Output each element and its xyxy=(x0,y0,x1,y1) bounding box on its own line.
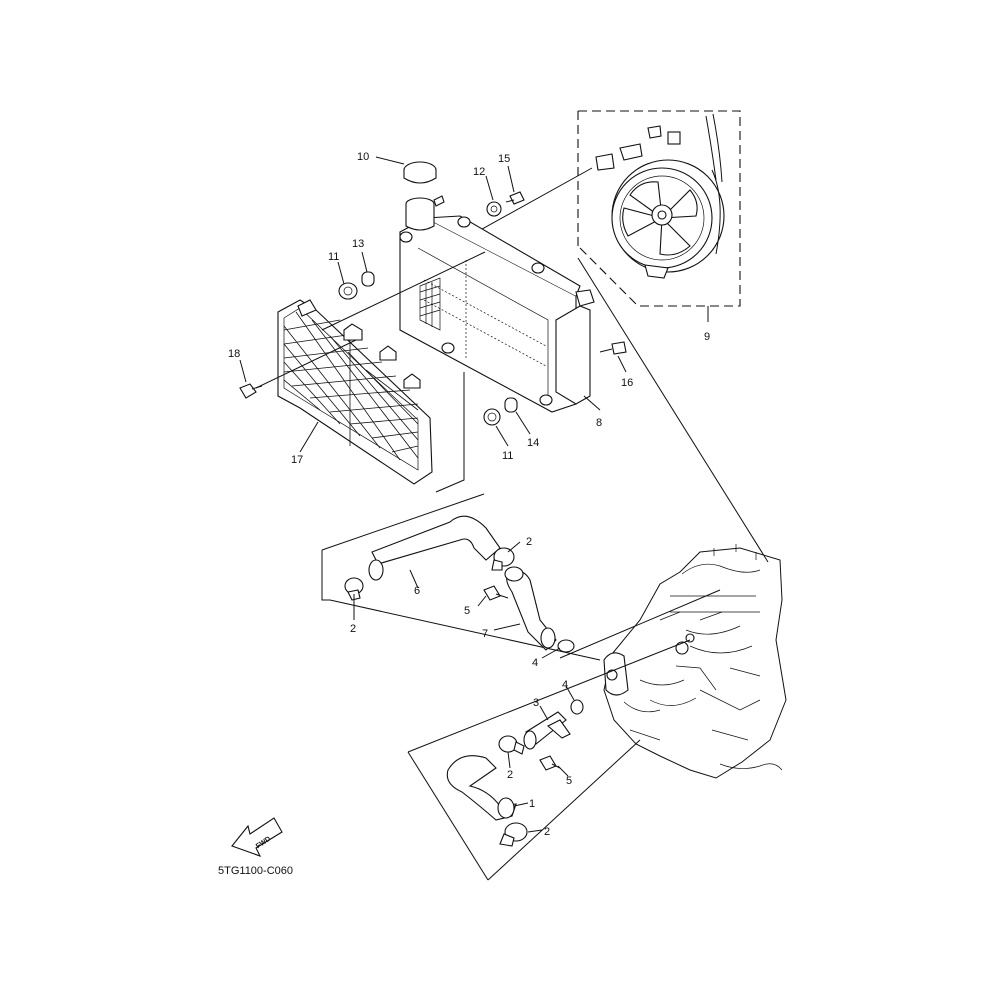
callout-9: 9 xyxy=(704,331,710,343)
fwd-arrow-icon xyxy=(231,817,283,857)
callout-2-mid: 2 xyxy=(507,769,513,781)
water-pipe-3[interactable] xyxy=(523,711,571,750)
damper-lower[interactable] xyxy=(483,408,501,426)
callout-16: 16 xyxy=(621,377,633,389)
cooling-fan[interactable] xyxy=(595,113,725,279)
callout-2-bottom: 2 xyxy=(544,826,550,838)
callout-10: 10 xyxy=(357,151,369,163)
collar-lower[interactable] xyxy=(504,397,518,413)
bolt-18[interactable] xyxy=(239,383,263,399)
bolt-15[interactable] xyxy=(505,191,525,205)
radiator-hose-upper[interactable] xyxy=(368,515,501,581)
o-ring-4-upper[interactable] xyxy=(557,639,575,653)
bolt-5-upper[interactable] xyxy=(483,585,509,601)
hose-clamp-2-mid[interactable] xyxy=(498,735,525,755)
guard-mesh xyxy=(283,311,419,461)
callout-17: 17 xyxy=(291,454,303,466)
callout-6: 6 xyxy=(414,585,420,597)
engine-block xyxy=(603,544,787,779)
callout-14: 14 xyxy=(527,437,539,449)
bolt-5-lower[interactable] xyxy=(539,755,561,771)
radiator[interactable] xyxy=(399,215,595,413)
callout-11-upper: 11 xyxy=(328,251,339,263)
radiator-hose-lower[interactable] xyxy=(446,755,517,821)
callout-13: 13 xyxy=(352,238,364,250)
callout-7: 7 xyxy=(482,628,488,640)
callout-1: 1 xyxy=(529,798,535,810)
damper-upper[interactable] xyxy=(338,282,358,300)
callout-labels: 10 12 15 13 11 18 17 9 16 8 11 14 2 6 2 … xyxy=(228,151,710,838)
hose-pipe-7[interactable] xyxy=(504,566,557,651)
radiator-core-mesh xyxy=(419,277,441,331)
callout-3: 3 xyxy=(533,697,539,709)
callout-2-upper-right: 2 xyxy=(526,536,532,548)
callout-12: 12 xyxy=(473,166,485,178)
callout-8: 8 xyxy=(596,417,602,429)
callout-15: 15 xyxy=(498,153,510,165)
radiator-cap[interactable] xyxy=(403,161,437,184)
callout-18: 18 xyxy=(228,348,240,360)
hose-clamp-2-bottom[interactable] xyxy=(499,822,528,847)
fan-assembly-group xyxy=(577,110,741,322)
callout-2-upper-left: 2 xyxy=(350,623,356,635)
callout-5-upper: 5 xyxy=(464,605,470,617)
bolt-16[interactable] xyxy=(599,341,627,355)
callout-5-lower: 5 xyxy=(566,775,572,787)
filler-neck xyxy=(405,195,445,231)
o-ring-4-lower[interactable] xyxy=(570,699,584,715)
callout-leaders xyxy=(239,156,627,833)
collar-upper[interactable] xyxy=(361,271,375,287)
callout-4-lower: 4 xyxy=(562,679,568,691)
callout-4-upper: 4 xyxy=(532,657,538,669)
callout-11-lower: 11 xyxy=(502,450,513,462)
diagram-code: 5TG1100-C060 xyxy=(218,865,293,877)
washer-12[interactable] xyxy=(486,201,502,217)
radiator-guard[interactable] xyxy=(277,299,433,485)
hose-clamp-6b[interactable] xyxy=(491,547,515,571)
